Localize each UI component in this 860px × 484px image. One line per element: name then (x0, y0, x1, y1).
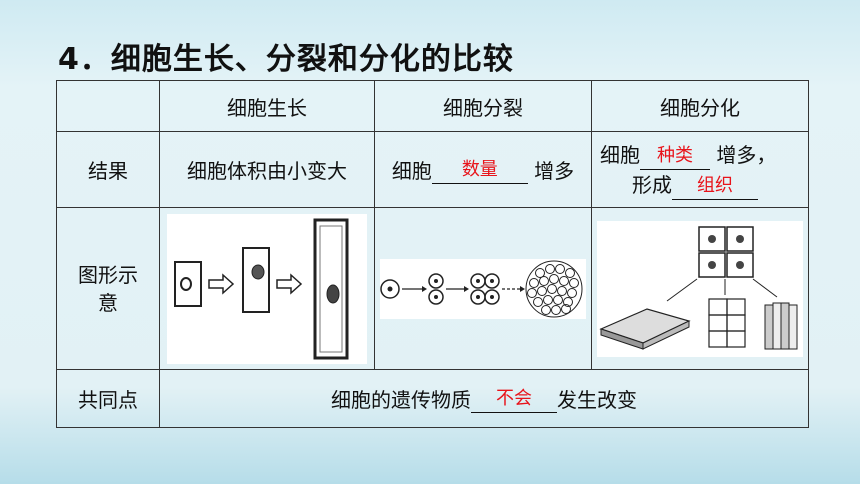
common-blank: 不会 (471, 388, 557, 413)
common-content: 细胞的遗传物质 不会 发生改变 (159, 369, 809, 428)
block-cells (708, 297, 746, 348)
common-row: 共同点 细胞的遗传物质 不会 发生改变 (56, 369, 809, 428)
diff-answer-1: 种类 (657, 144, 693, 166)
two-cells (428, 272, 444, 289)
common-answer: 不会 (496, 388, 532, 409)
diff-answer-2: 组织 (697, 174, 733, 196)
small-cell (174, 260, 202, 307)
single-cell-nucleus (387, 286, 393, 291)
common-suffix: 发生改变 (557, 388, 637, 412)
header-differentiation: 细胞分化 (591, 80, 809, 132)
result-division: 细胞 数量 增多 (374, 131, 592, 208)
page-title: 4．细胞生长、分裂和分化的比较 (58, 42, 514, 77)
division-prefix: 细胞 (391, 159, 432, 183)
cell-differentiation-diagram (597, 220, 803, 357)
division-blank: 数量 (431, 159, 528, 184)
arrow-icon (666, 278, 698, 301)
diagram-label: 图形示意 (56, 207, 160, 370)
division-diagram-cell (374, 207, 592, 370)
division-suffix: 增多 (534, 159, 575, 183)
result-label: 结果 (56, 131, 160, 208)
header-growth: 细胞生长 (159, 80, 375, 132)
stem-cells (698, 225, 754, 278)
cell-growth-diagram (167, 213, 367, 364)
large-cell (313, 218, 349, 359)
small-cell-nucleus (180, 276, 192, 291)
medium-cell-nucleus (251, 264, 265, 279)
arrow-icon (752, 278, 778, 297)
medium-cell (242, 246, 270, 313)
header-division: 细胞分裂 (374, 80, 592, 132)
diff-prefix-1: 细胞 (600, 142, 640, 167)
header-corner-cell (56, 80, 160, 132)
common-label: 共同点 (56, 369, 160, 428)
diff-suffix-1: 增多， (716, 142, 777, 167)
division-answer: 数量 (461, 159, 498, 180)
arrowhead-icon (422, 285, 427, 292)
diff-prefix-2: 形成 (632, 172, 672, 197)
cell-division-diagram (380, 258, 586, 319)
arrowhead-icon (520, 285, 525, 292)
result-growth: 细胞体积由小变大 (159, 131, 375, 208)
diff-blank-1: 种类 (640, 145, 710, 170)
arrowhead-icon (464, 285, 469, 292)
table-header-row: 细胞生长 细胞分裂 细胞分化 (56, 80, 809, 132)
arrow-icon (208, 272, 235, 295)
result-row: 结果 细胞体积由小变大 细胞数量 增多 细胞种类 增多， 形成组织 (56, 131, 809, 208)
result-differentiation: 细胞种类 增多， 形成 组织 (591, 131, 809, 208)
column-tissue (764, 302, 798, 349)
diagram-row: 图形示意 (56, 207, 809, 370)
common-prefix: 细胞的遗传物质 (331, 388, 471, 412)
differentiation-diagram-cell (591, 207, 809, 370)
many-cells-cluster (525, 260, 583, 317)
diff-line-1: 细胞种类 增多， (600, 140, 808, 170)
single-cell (380, 278, 400, 299)
diff-blank-2: 组织 (672, 175, 758, 200)
comparison-table: 细胞生长 细胞分裂 细胞分化 结果 细胞体积由小变大 细胞数量 增多 细胞种类 … (56, 80, 809, 428)
large-cell-nucleus (326, 284, 340, 303)
growth-diagram-cell (159, 207, 375, 370)
arrow-icon (276, 272, 303, 295)
epithelial-tissue (599, 307, 691, 350)
large-cell-inner (319, 225, 343, 352)
diff-line-2: 形成 组织 (600, 170, 808, 200)
